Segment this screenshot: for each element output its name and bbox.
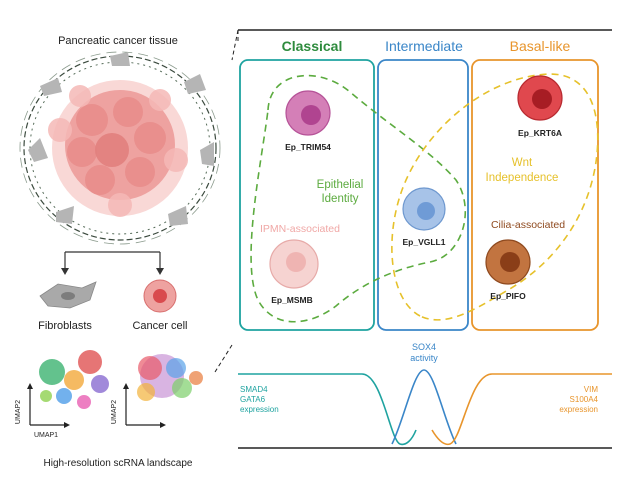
wnt-independence-line1: Wnt xyxy=(512,157,533,169)
cell-pifo-label: Ep_PIFO xyxy=(490,291,526,301)
basal-expression-curve xyxy=(431,373,612,446)
umap-plot-right xyxy=(123,354,203,428)
umap2-label-right: UMAP2 xyxy=(111,400,118,424)
box-classical xyxy=(239,59,375,331)
cell-krt6a-label: Ep_KRT6A xyxy=(518,128,562,138)
sox4-activity-curve xyxy=(391,369,457,445)
tissue-illustration xyxy=(19,51,221,245)
cell-msmb-label: Ep_MSMB xyxy=(271,295,313,305)
header-intermediate: Intermediate xyxy=(385,38,463,54)
epithelial-identity-line1: Epithelial xyxy=(317,179,364,191)
right-expression-line3: expression xyxy=(559,405,598,414)
tissue-title: Pancreatic cancer tissue xyxy=(58,35,178,47)
cancer-cell-icon xyxy=(143,279,177,313)
cell-vgll1-label: Ep_VGLL1 xyxy=(403,237,446,247)
left-expression-line2: GATA6 xyxy=(240,395,266,404)
landscape-caption: High-resolution scRNA landscape xyxy=(44,458,193,469)
umap1-label-left: UMAP1 xyxy=(34,432,58,439)
header-basal-like: Basal-like xyxy=(510,38,571,54)
cell-trim54-label: Ep_TRIM54 xyxy=(285,142,331,152)
cell-trim54-icon xyxy=(285,90,331,136)
header-classical: Classical xyxy=(282,38,343,54)
box-basal-like xyxy=(471,59,599,331)
sox4-label-line2: activity xyxy=(410,353,438,363)
cilia-associated-label: Cilia-associated xyxy=(491,219,565,231)
box-intermediate xyxy=(377,59,469,331)
classical-expression-curve xyxy=(238,373,417,446)
right-expression-line1: VIM xyxy=(584,385,599,394)
left-expression-line3: expression xyxy=(240,405,279,414)
right-expression-line2: S100A4 xyxy=(570,395,599,404)
cell-pifo-icon xyxy=(485,239,531,285)
fibroblasts-label: Fibroblasts xyxy=(38,320,92,332)
left-expression-line1: SMAD4 xyxy=(240,385,268,394)
fibroblast-icon xyxy=(39,281,97,309)
cell-msmb-icon xyxy=(269,239,319,289)
ipmn-associated-label: IPMN-associated xyxy=(260,223,340,235)
panel-frame xyxy=(214,29,612,449)
split-arrows xyxy=(61,251,164,275)
epithelial-identity-region xyxy=(250,74,466,323)
umap-plot-left xyxy=(27,350,109,428)
cancer-cell-label: Cancer cell xyxy=(132,320,187,332)
umap2-label-left: UMAP2 xyxy=(15,400,22,424)
cell-krt6a-icon xyxy=(517,75,563,121)
cell-vgll1-icon xyxy=(402,187,446,231)
sox4-label-line1: SOX4 xyxy=(412,342,436,352)
wnt-independence-line2: Independence xyxy=(486,172,559,184)
epithelial-identity-line2: Identity xyxy=(321,193,358,205)
